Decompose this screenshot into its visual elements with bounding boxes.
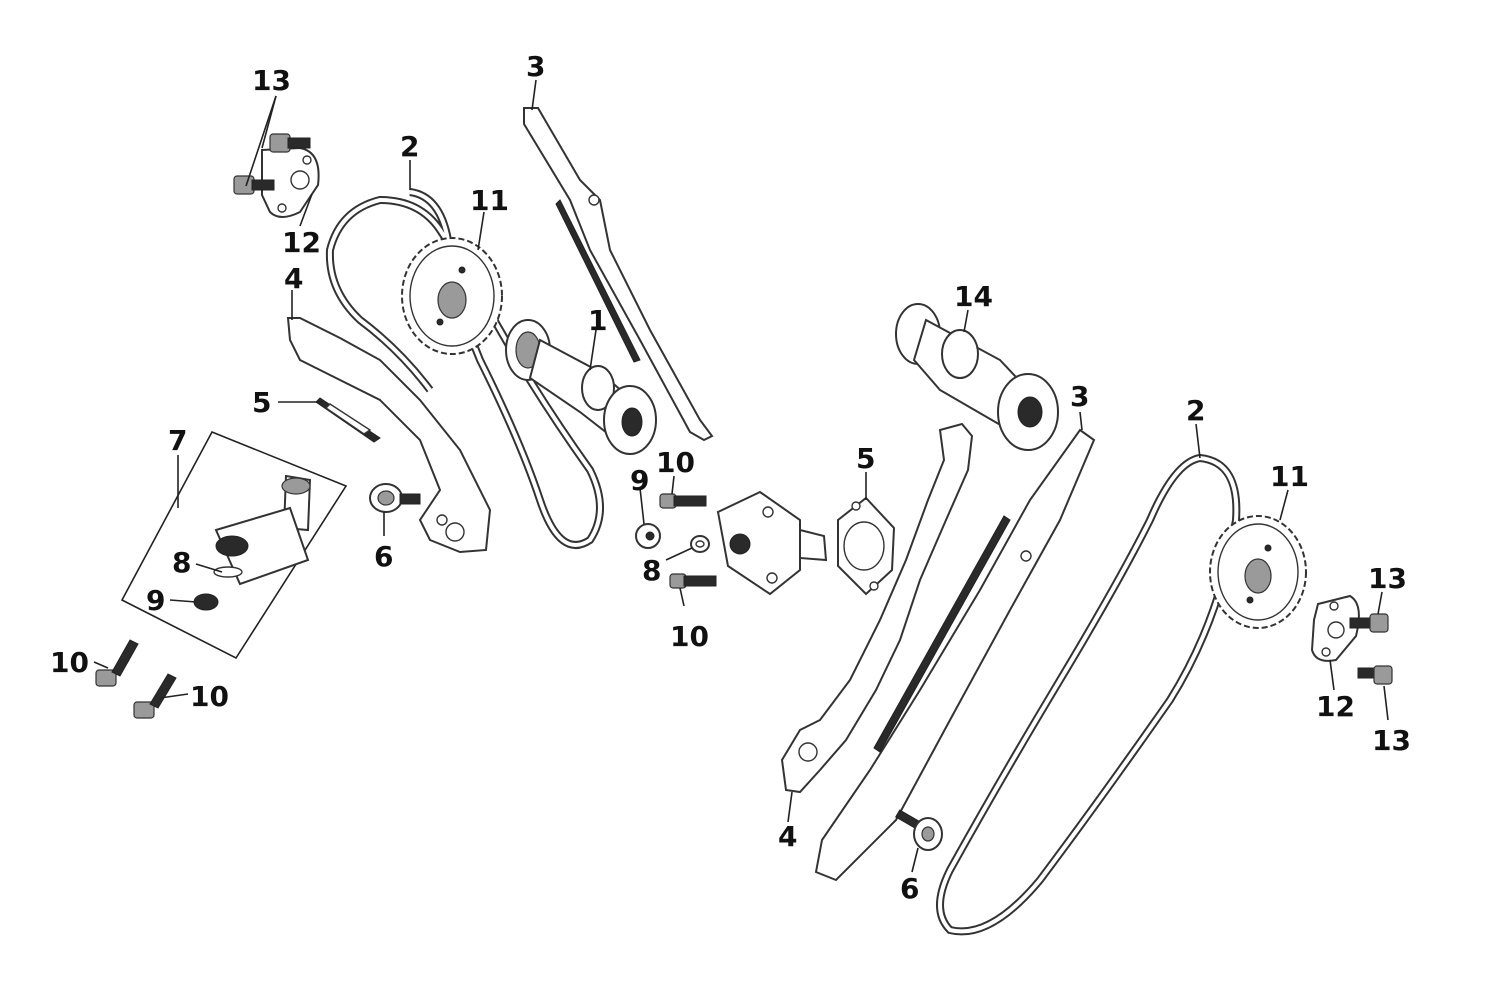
callout-13-right-lower: 13 <box>1372 724 1411 757</box>
callout-9-mid: 9 <box>630 464 649 497</box>
bolt-13-right-upper <box>1349 613 1389 633</box>
pivot-bolt-left <box>369 483 421 513</box>
callout-labels: 13 12 2 11 3 1 4 5 7 6 8 9 10 10 9 10 8 … <box>50 50 1411 905</box>
camshaft-right <box>895 303 1059 451</box>
bolt-10-middle-lower <box>669 573 717 589</box>
callout-4-right: 4 <box>778 820 797 853</box>
bolt-13-lower <box>233 175 275 195</box>
callout-10-d: 10 <box>670 620 709 653</box>
cam-sprocket-left <box>401 237 503 355</box>
callout-3-left: 3 <box>526 50 545 83</box>
tensioner-arm-left <box>286 317 492 554</box>
callout-1: 1 <box>588 304 607 337</box>
callout-8-left: 8 <box>172 546 191 579</box>
bolt-10-lower-left-a <box>95 639 139 687</box>
leader-lines <box>93 79 1389 873</box>
bolt-10-middle-upper <box>659 493 707 509</box>
chain-guide-right <box>814 428 1096 882</box>
callout-5-mid: 5 <box>856 442 875 475</box>
oring-8-middle <box>690 535 710 553</box>
pivot-bolt-right <box>895 809 943 851</box>
callout-8-mid: 8 <box>642 554 661 587</box>
tensioner-arm-right <box>780 422 974 794</box>
tensioner-box <box>120 430 348 660</box>
callout-9-left: 9 <box>146 584 165 617</box>
callout-11-right: 11 <box>1270 460 1309 493</box>
gasket-5-middle <box>837 496 896 596</box>
retaining-plate-left <box>261 146 320 218</box>
bolt-10-lower-left-b <box>133 673 177 719</box>
gasket-left <box>315 397 381 443</box>
callout-13-top: 13 <box>252 64 291 97</box>
callout-10-c: 10 <box>656 446 695 479</box>
callout-4-left: 4 <box>284 262 303 295</box>
camshaft-left <box>505 319 657 455</box>
callout-6-left: 6 <box>374 540 393 573</box>
callout-2-left: 2 <box>400 130 419 163</box>
callout-10-b: 10 <box>190 680 229 713</box>
callout-12-top: 12 <box>282 226 321 259</box>
chain-guide-left <box>523 107 714 442</box>
callout-6-right: 6 <box>900 872 919 905</box>
retaining-plate-right <box>1310 594 1360 662</box>
callout-13-right-upper: 13 <box>1368 562 1407 595</box>
bolt-13-right-lower <box>1357 665 1393 685</box>
cam-sprocket-right <box>1209 515 1307 629</box>
bolt-13-upper <box>269 133 311 153</box>
callout-12-right: 12 <box>1316 690 1355 723</box>
washer-9-middle <box>635 523 661 549</box>
callout-11-left: 11 <box>470 184 509 217</box>
tensioner-body-middle <box>716 490 828 596</box>
callout-14: 14 <box>954 280 993 313</box>
callout-7: 7 <box>168 424 187 457</box>
timing-chain-right <box>936 453 1241 936</box>
timing-chain-left <box>325 188 604 549</box>
callout-5-left: 5 <box>252 386 271 419</box>
callout-10-a: 10 <box>50 646 89 679</box>
callout-2-right: 2 <box>1186 394 1205 427</box>
callout-3-right: 3 <box>1070 380 1089 413</box>
